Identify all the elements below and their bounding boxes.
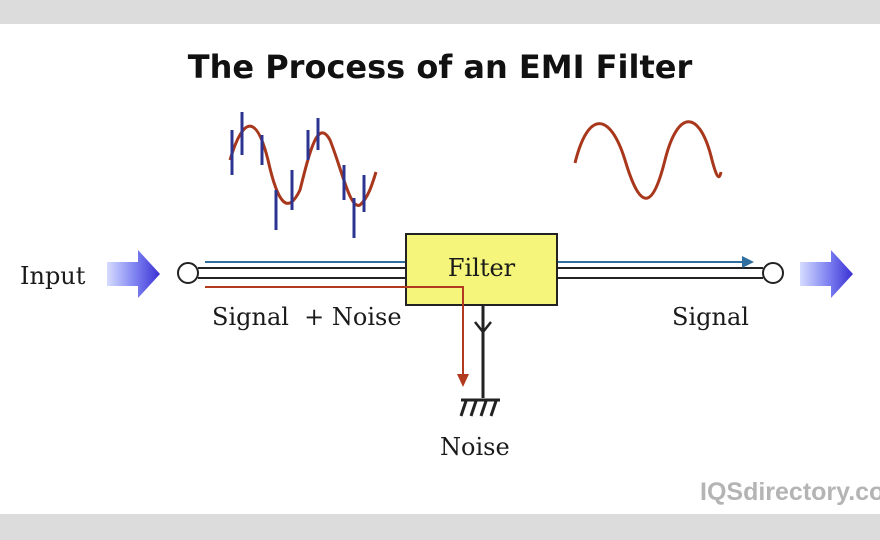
noise-flow-arrowhead bbox=[457, 374, 469, 387]
signal-flow-arrowhead bbox=[742, 256, 754, 268]
top-border-band bbox=[0, 0, 880, 24]
clean-output-sine-wave bbox=[573, 120, 723, 200]
diagram-title: The Process of an EMI Filter bbox=[187, 48, 693, 86]
noisy-sine-wave bbox=[228, 124, 378, 207]
watermark-text: IQSdirectory.com bbox=[700, 478, 880, 506]
input-terminal-circle bbox=[177, 262, 199, 284]
noise-spikes bbox=[230, 112, 366, 238]
output-terminal-circle bbox=[762, 262, 784, 284]
noise-flow-line bbox=[205, 286, 464, 375]
output-arrow-icon bbox=[800, 250, 853, 298]
filter-box bbox=[405, 233, 558, 306]
input-label: Input bbox=[20, 262, 86, 290]
ground-chevron-icon bbox=[474, 321, 492, 335]
input-arrow-icon bbox=[107, 250, 160, 298]
noisy-input-waveform bbox=[228, 112, 378, 238]
filter-label: Filter bbox=[447, 254, 516, 282]
signal-plus-noise-label: Signal + Noise bbox=[212, 303, 402, 331]
bottom-border-band bbox=[0, 514, 880, 540]
noise-ground-label: Noise bbox=[440, 433, 510, 461]
signal-output-label: Signal bbox=[672, 303, 749, 331]
ground-symbol-icon bbox=[459, 398, 500, 417]
